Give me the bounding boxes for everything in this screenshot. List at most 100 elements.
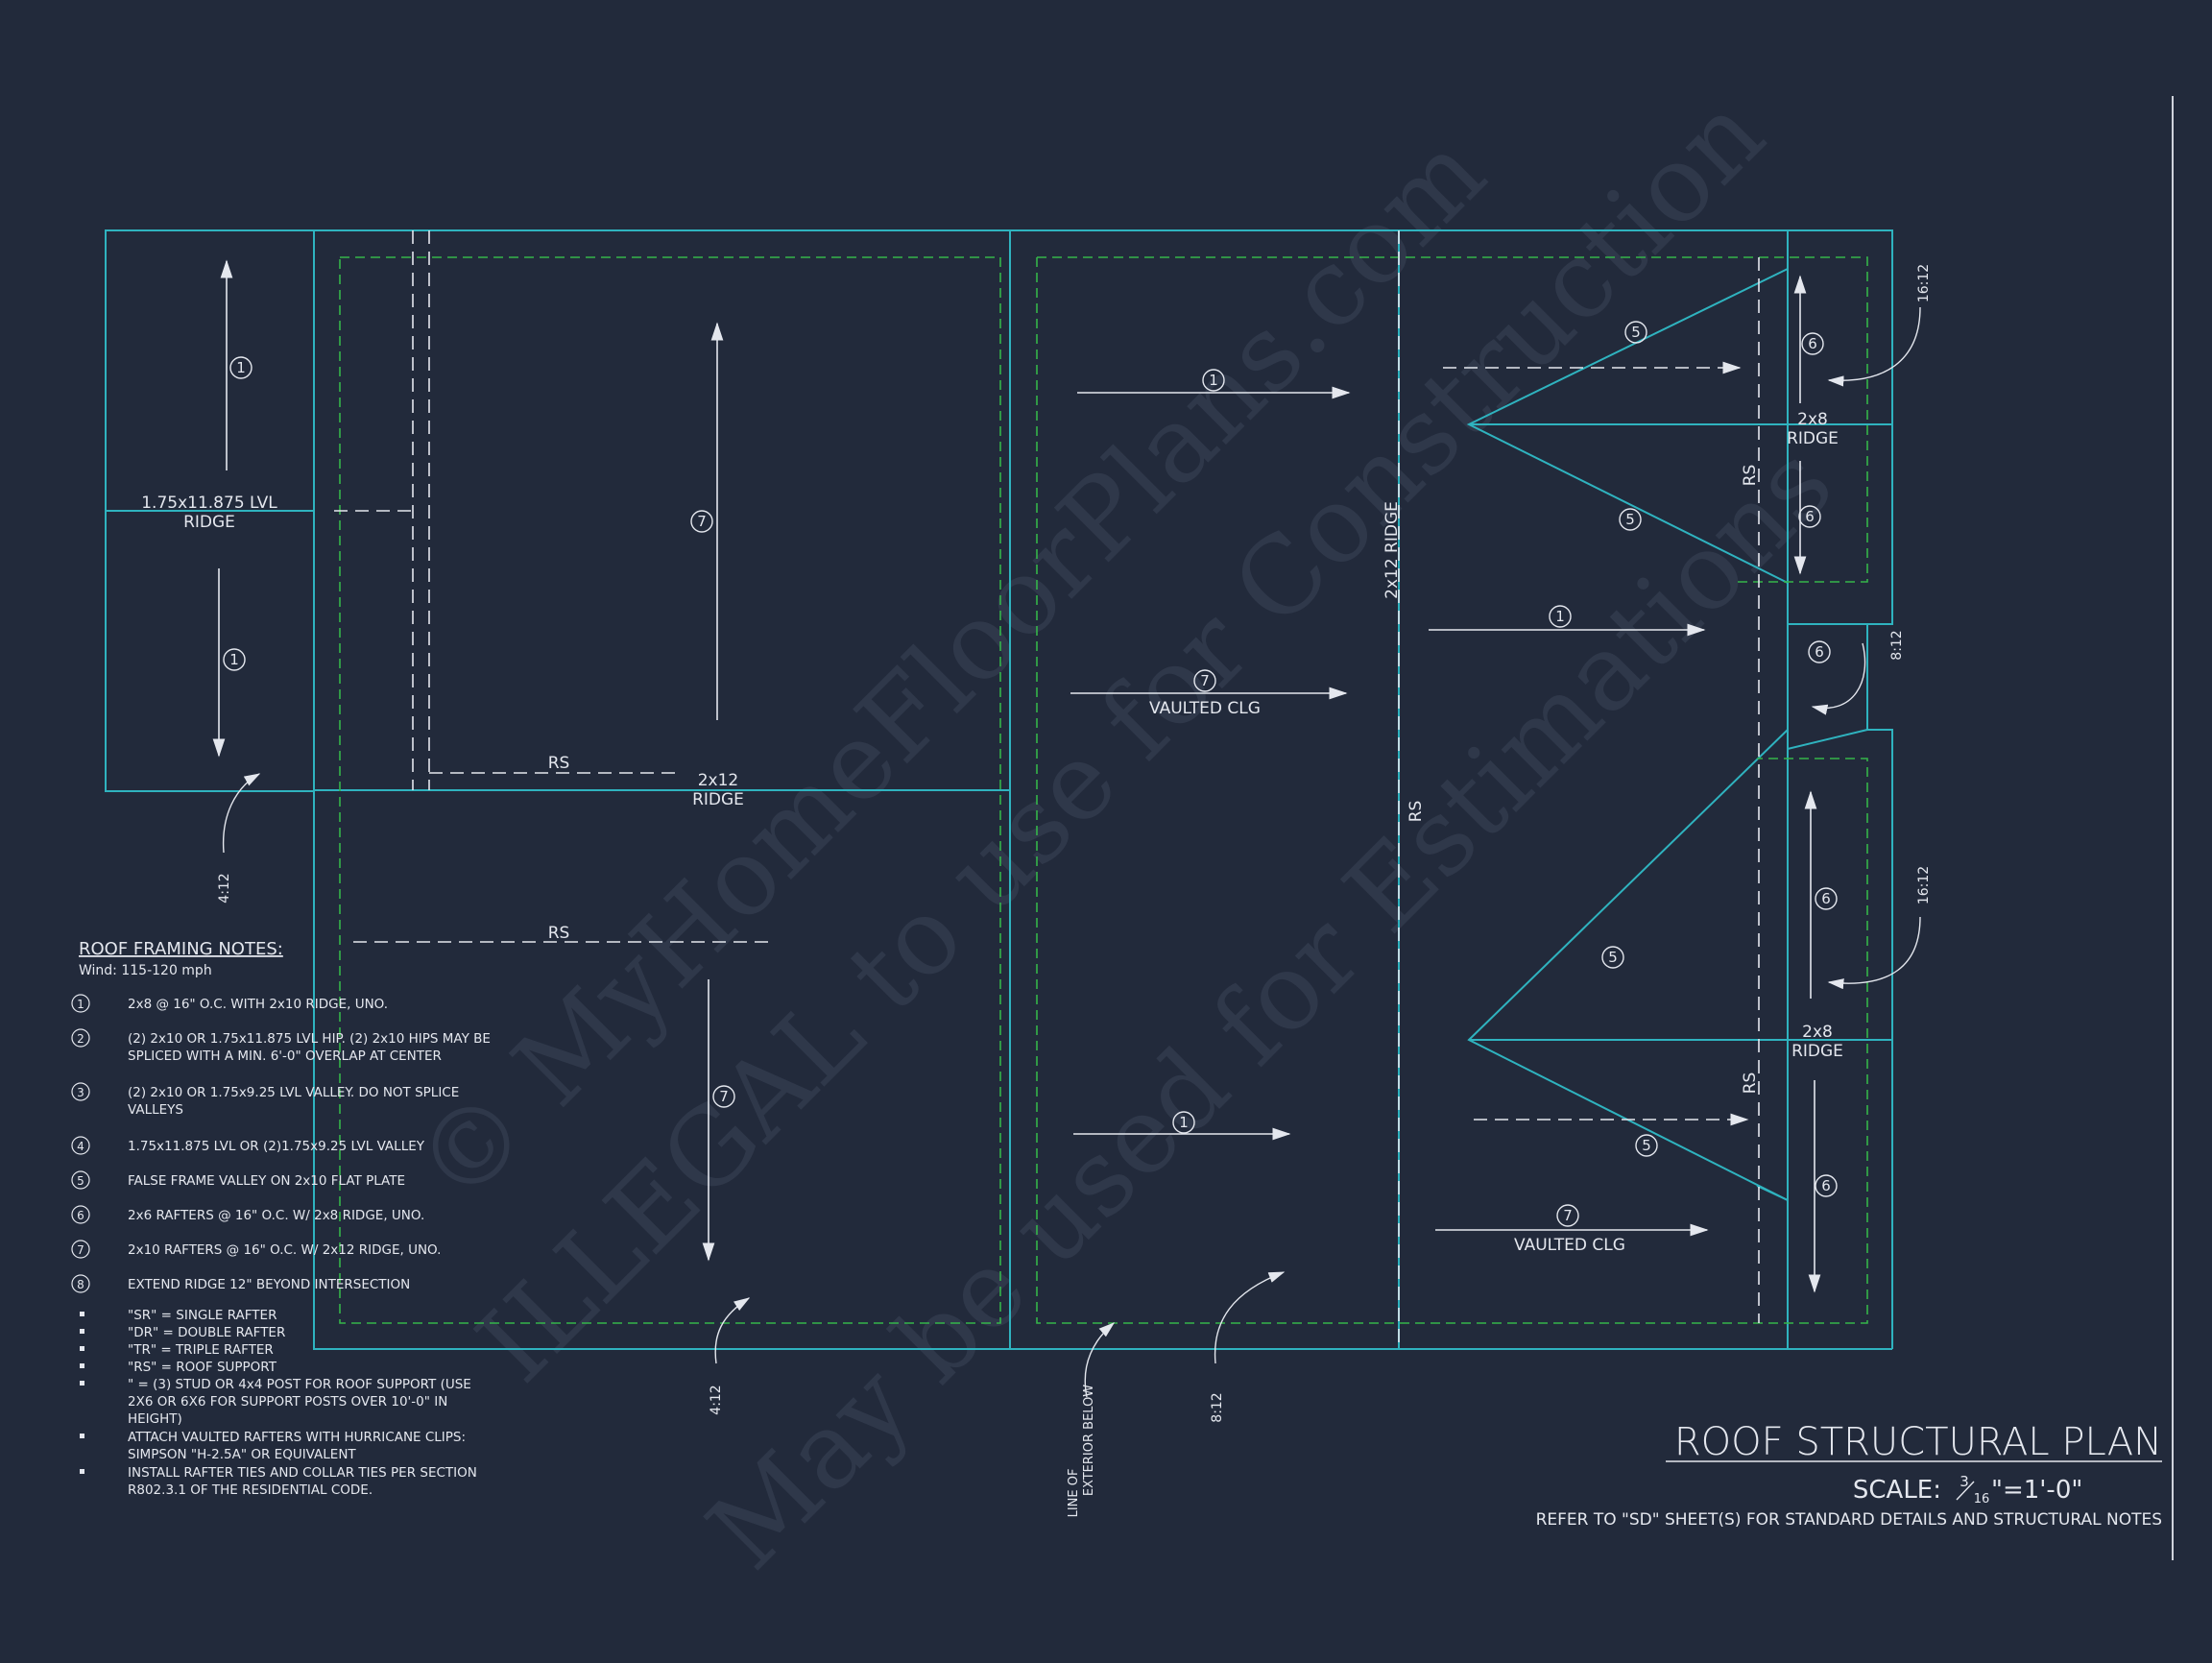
wall-left <box>339 256 1001 1324</box>
wall-right-top <box>1037 256 1868 583</box>
tag-circle <box>1172 1111 1195 1134</box>
tag-number: 1 <box>1179 1114 1189 1131</box>
rs-label-5: RS <box>1741 1073 1760 1095</box>
bullet-text: " = (3) STUD OR 4x4 POST FOR ROOF SUPPOR… <box>128 1377 471 1392</box>
tag-circle <box>712 1085 735 1108</box>
notes-heading: ROOF FRAMING NOTES: <box>79 939 283 959</box>
framing-tag: 5 <box>1624 321 1647 344</box>
note-number: 6 <box>77 1209 84 1222</box>
ridge-2x12-label: 2x12 <box>698 771 739 790</box>
framing-tag: 1 <box>1172 1111 1195 1134</box>
tag-number: 7 <box>719 1088 729 1105</box>
exterior-walls-below <box>339 256 1868 1324</box>
numbered-note: 5 FALSE FRAME VALLEY ON 2x10 FLAT PLATE <box>71 1170 405 1190</box>
tag-circle <box>1635 1134 1658 1157</box>
lvl-ridge-label-2: RIDGE <box>183 513 235 532</box>
tag-number: 5 <box>1642 1137 1651 1154</box>
roof-support-lines <box>334 230 1760 1349</box>
slope-8-12-a: 8:12 <box>1210 1392 1225 1422</box>
framing-tag: 1 <box>1202 369 1225 392</box>
span-arrows <box>212 259 1821 1293</box>
title-block: ROOF STRUCTURAL PLAN SCALE: 3 16 "=1'-0"… <box>1536 1420 2162 1530</box>
tag-number: 7 <box>697 513 707 530</box>
tag-circle <box>1815 887 1838 910</box>
bullet-text: "TR" = TRIPLE RAFTER <box>128 1342 274 1358</box>
bullet-mark <box>80 1469 84 1474</box>
framing-tag: 7 <box>1193 669 1216 692</box>
bullet-text: "DR" = DOUBLE RAFTER <box>128 1325 285 1340</box>
tag-circle <box>1193 669 1216 692</box>
tag-circle <box>229 356 252 379</box>
right-middle-step <box>1787 624 1868 751</box>
bullet-text: SIMPSON "H-2.5A" OR EQUIVALENT <box>128 1447 356 1462</box>
bullet-note: "DR" = DOUBLE RAFTER <box>80 1325 285 1340</box>
notes-wind: Wind: 115-120 mph <box>79 963 212 978</box>
framing-tag: 7 <box>1556 1204 1579 1227</box>
tag-circle <box>1601 946 1624 969</box>
bullet-mark <box>80 1434 84 1438</box>
plan-title: ROOF STRUCTURAL PLAN <box>1674 1420 2162 1464</box>
note-number-circle <box>71 1274 90 1293</box>
leader-8-12 <box>1214 1271 1286 1364</box>
bullet-note: "SR" = SINGLE RAFTER <box>80 1308 276 1323</box>
vaulted-label-2: VAULTED CLG <box>1514 1236 1625 1255</box>
ridge-2x12-label-2: RIDGE <box>692 790 744 809</box>
slope-4-12-b: 4:12 <box>709 1385 724 1414</box>
bullet-mark <box>80 1381 84 1386</box>
leader-16-12-b <box>1827 916 1921 990</box>
plan-labels: 1.75x11.875 LVL RIDGE 2x12 RIDGE RS RS 2… <box>141 410 1843 1517</box>
tag-number: 1 <box>229 651 239 668</box>
slope-labels: 4:12 4:12 8:12 16:12 8:12 16:12 <box>217 264 1932 1423</box>
framing-tag: 1 <box>229 356 252 379</box>
slope-4-12-a: 4:12 <box>217 873 232 903</box>
tag-number: 5 <box>1608 949 1618 966</box>
rs-label-4: RS <box>1741 465 1760 487</box>
watermark: © MyHomeFloorPlans.com ILLEGAL to use fo… <box>392 72 1856 1593</box>
tag-number: 6 <box>1808 335 1817 352</box>
note-text: 2x8 @ 16" O.C. WITH 2x10 RIDGE, UNO. <box>128 997 388 1012</box>
note-number-circle <box>71 1082 90 1101</box>
scale-denominator: 16 <box>1974 1492 1990 1506</box>
scale-suffix: "=1'-0" <box>1991 1476 2082 1505</box>
note-text: EXTEND RIDGE 12" BEYOND INTERSECTION <box>128 1277 410 1292</box>
refer-note: REFER TO "SD" SHEET(S) FOR STANDARD DETA… <box>1536 1510 2162 1530</box>
bullet-text: "SR" = SINGLE RAFTER <box>128 1308 276 1323</box>
vaulted-label-1: VAULTED CLG <box>1149 699 1261 718</box>
tag-number: 5 <box>1631 324 1641 341</box>
slope-16-12-a: 16:12 <box>1916 264 1932 302</box>
note-number-circle <box>71 1240 90 1259</box>
scale-fraction-bar <box>1956 1481 1975 1501</box>
ridge-2x8-upper-label-2: RIDGE <box>1787 429 1839 448</box>
tag-number: 7 <box>1200 672 1210 689</box>
bullet-text: R802.3.1 OF THE RESIDENTIAL CODE. <box>128 1482 373 1498</box>
line-of-ext-label-2: EXTERIOR BELOW <box>1082 1385 1096 1496</box>
note-number: 5 <box>77 1174 84 1188</box>
rs-label-2: RS <box>548 924 570 943</box>
note-text: 1.75x11.875 LVL OR (2)1.75x9.25 LVL VALL… <box>128 1139 425 1154</box>
bullet-mark <box>80 1329 84 1334</box>
framing-tag: 6 <box>1801 332 1824 355</box>
slope-16-12-b: 16:12 <box>1916 866 1932 904</box>
note-number-circle <box>71 1028 90 1048</box>
leader-4-12-a <box>222 773 261 854</box>
leader-8-12-b <box>1811 642 1866 715</box>
note-text: FALSE FRAME VALLEY ON 2x10 FLAT PLATE <box>128 1173 405 1189</box>
note-number-circle <box>71 1136 90 1155</box>
tag-circle <box>1619 508 1642 531</box>
note-text: (2) 2x10 OR 1.75x9.25 LVL VALLEY. DO NOT… <box>128 1085 459 1100</box>
tag-circle <box>1808 640 1831 663</box>
tag-circle <box>1815 1174 1838 1197</box>
right-upper-outline <box>1399 229 1893 625</box>
framing-tag: 1 <box>1549 605 1572 628</box>
slope-8-12-b: 8:12 <box>1889 630 1905 660</box>
scale-prefix: SCALE: <box>1853 1476 1941 1505</box>
tag-circle <box>1556 1204 1579 1227</box>
bullet-note: "RS" = ROOF SUPPORT <box>80 1360 277 1375</box>
